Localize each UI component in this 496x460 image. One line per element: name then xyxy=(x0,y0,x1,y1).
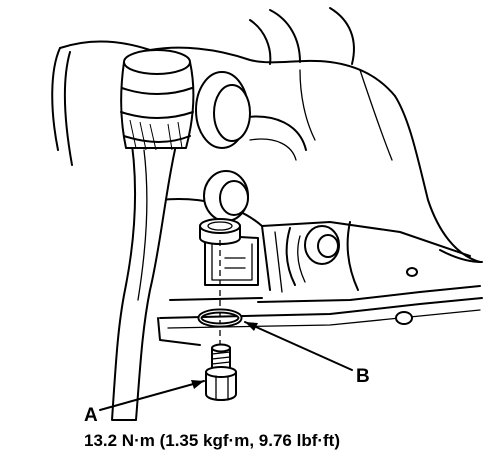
arrowhead-a xyxy=(191,380,204,389)
housing-bosses xyxy=(195,71,340,265)
arrowhead-b xyxy=(245,322,258,331)
housing xyxy=(51,7,483,346)
leader-a xyxy=(99,380,205,411)
torque-spec: 13.2 N·m (1.35 kgf·m, 9.76 lbf·ft) xyxy=(84,431,340,450)
drain-port xyxy=(199,218,241,245)
label-b: B xyxy=(356,366,370,387)
sealing-washer-b xyxy=(197,308,243,328)
hose xyxy=(111,49,195,421)
drain-bolt-a xyxy=(205,343,237,401)
leader-b xyxy=(244,321,353,371)
label-a: A xyxy=(84,405,98,426)
callout-leaders xyxy=(99,321,353,411)
